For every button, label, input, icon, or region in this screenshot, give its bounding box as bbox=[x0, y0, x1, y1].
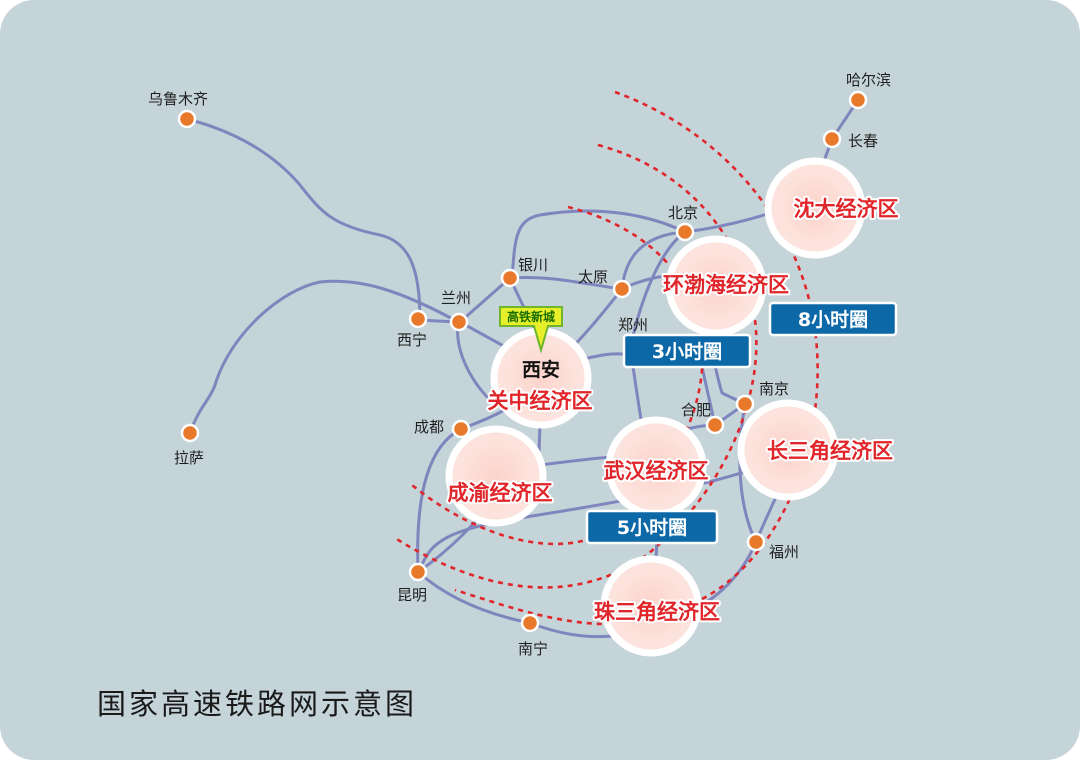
city-dot-changchun bbox=[822, 129, 842, 149]
badge-5h-text: 5小时圈 bbox=[617, 517, 687, 539]
city-dot-harbin bbox=[848, 90, 868, 110]
badge-8h-text: 8小时圈 bbox=[798, 309, 868, 331]
city-label-xining: 西宁 bbox=[397, 331, 427, 349]
rail-urumqi-lanzhou bbox=[185, 117, 422, 322]
city-dot-nanning bbox=[520, 613, 540, 633]
map-title: 国家高速铁路网示意图 bbox=[97, 687, 417, 721]
city-dot-fuzhou bbox=[746, 532, 766, 552]
city-label-lanzhou: 兰州 bbox=[441, 289, 471, 307]
rail-yinchuan-beijing bbox=[510, 209, 687, 280]
city-dot-chengdu bbox=[451, 419, 471, 439]
city-dot-hefei bbox=[705, 415, 725, 435]
zone-circle-huanbohai bbox=[665, 235, 767, 337]
zone-labels: 沈大经济区 环渤海经济区 关中经济区 成渝经济区 武汉经济区 长三角经济区 珠三… bbox=[446, 195, 901, 626]
ring-5h bbox=[394, 143, 758, 589]
city-dot-xining bbox=[408, 309, 428, 329]
city-dot-nanjing bbox=[735, 394, 755, 414]
gaotie-xincheng-text: 高铁新城 bbox=[507, 309, 555, 324]
city-label-hefei: 合肥 bbox=[681, 401, 711, 419]
city-dot-lhasa bbox=[180, 423, 200, 443]
zone-circle-shenda bbox=[764, 157, 866, 259]
rail-lanzhou-chengdu bbox=[456, 323, 492, 402]
xian-hub: 高铁新城 西安 bbox=[499, 306, 563, 381]
badge-5h: 5小时圈 bbox=[585, 509, 719, 545]
city-dot-yinchuan bbox=[500, 268, 520, 288]
zone-label-guanzhong: 关中经济区 bbox=[488, 389, 593, 413]
zone-label-huanbohai: 环渤海经济区 bbox=[663, 273, 789, 297]
time-badges: 3小时圈 5小时圈 8小时圈 bbox=[585, 301, 898, 545]
city-label-chengdu: 成都 bbox=[414, 418, 444, 436]
badge-3h-text: 3小时圈 bbox=[652, 341, 722, 363]
city-label-harbin: 哈尔滨 bbox=[846, 71, 891, 89]
zone-label-changsanjiao: 长三角经济区 bbox=[767, 439, 893, 463]
city-label-taiyuan: 太原 bbox=[578, 268, 608, 286]
zone-label-shenda: 沈大经济区 bbox=[794, 197, 899, 221]
city-label-kunming: 昆明 bbox=[397, 586, 427, 604]
rail-yinchuan-taiyuan bbox=[510, 275, 624, 291]
zone-label-chengyu: 成渝经济区 bbox=[448, 481, 553, 505]
city-label-beijing: 北京 bbox=[668, 204, 698, 222]
rail-lanzhou-yinchuan bbox=[458, 276, 512, 324]
badge-3h: 3小时圈 bbox=[622, 333, 752, 369]
rail-kunming-nanning bbox=[416, 570, 532, 625]
city-dot-lanzhou bbox=[449, 312, 469, 332]
xian-label: 西安 bbox=[522, 358, 560, 381]
city-dots bbox=[177, 90, 868, 633]
zone-circles bbox=[445, 157, 866, 657]
city-label-yinchuan: 银川 bbox=[518, 256, 548, 274]
city-label-nanning: 南宁 bbox=[518, 640, 548, 658]
city-label-lhasa: 拉萨 bbox=[174, 449, 204, 467]
zone-label-zhusanjiao: 珠三角经济区 bbox=[594, 600, 720, 624]
city-dot-beijing bbox=[675, 222, 695, 242]
city-dot-kunming bbox=[408, 562, 428, 582]
rail-kunming-changsanjiao bbox=[418, 458, 782, 572]
city-label-changchun: 长春 bbox=[848, 132, 878, 150]
zone-circle-zhusanjiao bbox=[600, 555, 702, 657]
city-label-urumqi: 乌鲁木齐 bbox=[148, 90, 208, 108]
rail-chengdu-kunming bbox=[416, 427, 463, 574]
zone-circle-changsanjiao bbox=[737, 399, 839, 501]
gaotie-xincheng-callout bbox=[499, 306, 563, 354]
city-label-nanjing: 南京 bbox=[759, 380, 789, 398]
rail-beijing-zhengzhou bbox=[628, 230, 687, 352]
zone-label-wuhan: 武汉经济区 bbox=[604, 459, 709, 483]
city-labels: 乌鲁木齐 拉萨 西宁 兰州 银川 太原 北京 哈尔滨 长春 郑州 南京 合肥 成… bbox=[148, 71, 891, 658]
city-dot-urumqi bbox=[177, 109, 197, 129]
badge-8h: 8小时圈 bbox=[768, 301, 898, 337]
city-label-zhengzhou: 郑州 bbox=[618, 316, 648, 334]
city-label-fuzhou: 福州 bbox=[769, 543, 799, 561]
city-dot-taiyuan bbox=[612, 279, 632, 299]
zone-circle-chengyu bbox=[445, 425, 547, 527]
rail-lhasa-lanzhou bbox=[188, 279, 462, 435]
